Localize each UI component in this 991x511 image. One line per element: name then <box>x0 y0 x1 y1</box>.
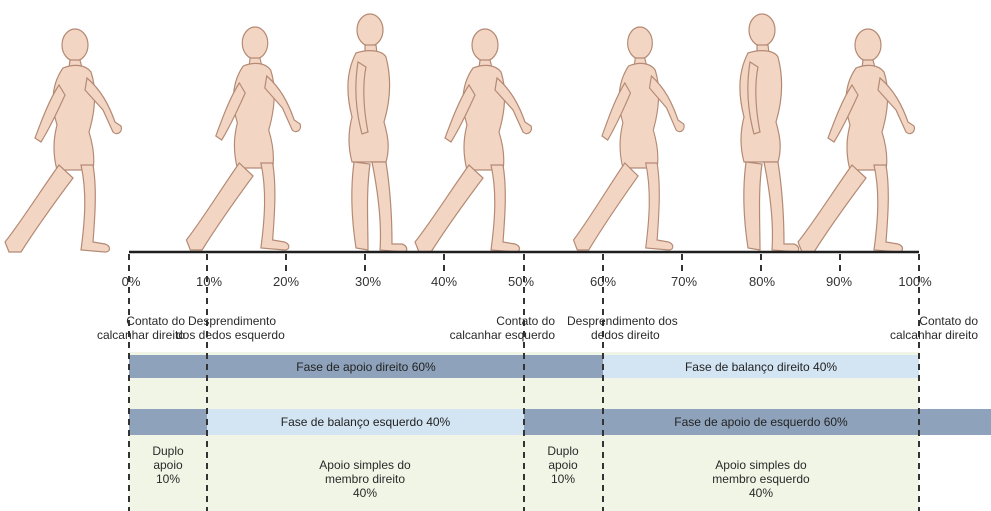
walking-figure-4 <box>415 29 531 252</box>
tick-60: 60% <box>590 274 616 289</box>
double-support-1: Duplo apoio 10% <box>140 444 196 486</box>
event-right-toe-off: Desprendimento dos dedos direito <box>567 314 707 342</box>
walking-figure-3 <box>348 14 407 252</box>
tick-70: 70% <box>671 274 697 289</box>
tick-100: 100% <box>898 274 931 289</box>
tick-0: 0% <box>122 274 141 289</box>
minor-ticks <box>286 254 840 274</box>
single-support-right: Apoio simples do membro direito 40% <box>280 458 450 500</box>
event-right-heel-contact-end: Contato do calcanhar direito <box>852 314 978 342</box>
tick-50: 50% <box>508 274 534 289</box>
event-right-heel-contact-start: Contato do calcanhar direito <box>60 314 185 342</box>
tick-40: 40% <box>431 274 457 289</box>
tick-80: 80% <box>749 274 775 289</box>
walking-figure-2 <box>186 27 300 250</box>
tick-30: 30% <box>355 274 381 289</box>
double-support-2: Duplo apoio 10% <box>535 444 591 486</box>
tick-10: 10% <box>196 274 222 289</box>
walking-figure-1 <box>5 29 121 252</box>
event-left-heel-contact: Contato do calcanhar esquerdo <box>429 314 555 342</box>
walking-figure-6 <box>740 14 799 252</box>
tick-90: 90% <box>826 274 852 289</box>
tick-20: 20% <box>273 274 299 289</box>
event-left-toe-off: Desprendimento dos dedos esquerdo <box>176 314 306 342</box>
walking-figure-5 <box>574 27 685 250</box>
single-support-left: Apoio simples do membro esquerdo 40% <box>676 458 846 500</box>
walking-figure-7 <box>798 29 914 252</box>
